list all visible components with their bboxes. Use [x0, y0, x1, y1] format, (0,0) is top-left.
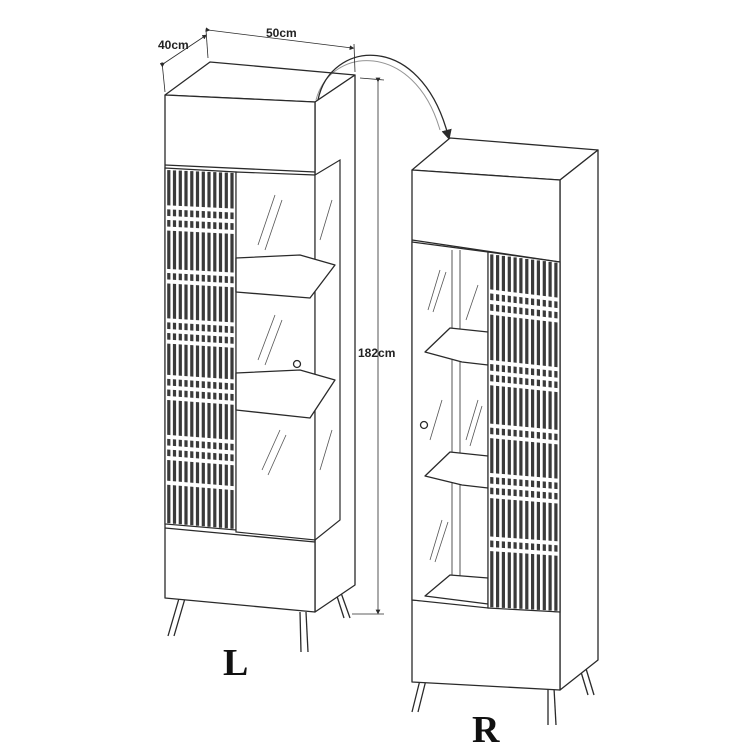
slat-gap	[166, 268, 235, 277]
slat	[207, 171, 211, 527]
slat-gap	[489, 434, 559, 445]
shelf	[235, 254, 336, 299]
slat-gap	[489, 536, 559, 546]
slat	[525, 258, 529, 610]
slat	[230, 172, 234, 529]
slat-gap	[489, 381, 559, 393]
slat	[542, 261, 546, 611]
slat-gap	[489, 423, 559, 435]
slat	[195, 171, 200, 526]
slat-gap	[489, 494, 559, 504]
width-label: 50cm	[266, 26, 297, 40]
leg	[299, 611, 302, 653]
slat	[501, 255, 505, 608]
leg	[167, 594, 181, 637]
slat	[536, 260, 540, 610]
variant-label-left: L	[223, 642, 248, 684]
slat	[190, 171, 194, 526]
slat-gap	[166, 339, 235, 348]
slat	[496, 255, 500, 608]
slat	[224, 172, 228, 529]
shelf	[235, 369, 336, 419]
bottom-panel-edge	[164, 527, 316, 543]
slat	[201, 171, 205, 527]
slat	[531, 259, 535, 610]
slat-panel	[164, 167, 237, 531]
slat-gap	[166, 385, 235, 395]
slat-panel	[487, 251, 561, 613]
slat-gap	[166, 445, 235, 455]
leg	[305, 611, 309, 653]
slat-gap	[166, 395, 235, 405]
slat-gap	[166, 279, 235, 288]
height-label: 182cm	[358, 346, 395, 360]
slat	[513, 257, 517, 609]
slat-gap	[166, 226, 235, 234]
slat	[213, 172, 217, 528]
slat-gap	[166, 455, 235, 466]
top-panel-edge	[164, 164, 316, 173]
slat-gap	[166, 374, 235, 384]
slat-gap	[166, 480, 235, 491]
slat	[167, 170, 171, 524]
dimension-width: 50cm	[205, 26, 356, 73]
slat-gap	[489, 289, 559, 302]
slat-gap	[489, 546, 559, 556]
side-face	[559, 149, 599, 691]
slat	[554, 262, 558, 611]
slat	[178, 170, 182, 525]
knob-icon	[419, 420, 429, 430]
slat	[218, 172, 223, 528]
leg	[417, 679, 427, 713]
leg	[553, 687, 557, 726]
slat-gap	[166, 318, 235, 327]
variant-label-right: R	[472, 709, 500, 750]
leg	[411, 679, 421, 713]
glass-side	[314, 158, 341, 542]
glass-door	[235, 171, 316, 541]
slat	[490, 254, 494, 608]
slat	[507, 256, 511, 609]
slat-gap	[166, 328, 235, 338]
knob-icon	[292, 359, 302, 369]
slat-gap	[489, 359, 559, 372]
dimension-height: 182cm	[352, 77, 395, 615]
slat-gap	[166, 205, 235, 213]
slat-gap	[166, 434, 235, 444]
leg	[173, 594, 187, 637]
cabinet-left	[164, 61, 356, 653]
slat	[172, 170, 177, 524]
slat	[519, 258, 523, 609]
slat-gap	[489, 370, 559, 382]
slat-gap	[166, 215, 235, 224]
slat-gap	[489, 472, 559, 483]
cabinet-right	[411, 137, 599, 726]
slat-gap	[489, 299, 559, 313]
slat	[548, 261, 552, 611]
slat-gap	[489, 310, 559, 323]
slat	[184, 170, 188, 525]
slat-gap	[489, 483, 559, 494]
depth-label: 40cm	[158, 38, 189, 52]
